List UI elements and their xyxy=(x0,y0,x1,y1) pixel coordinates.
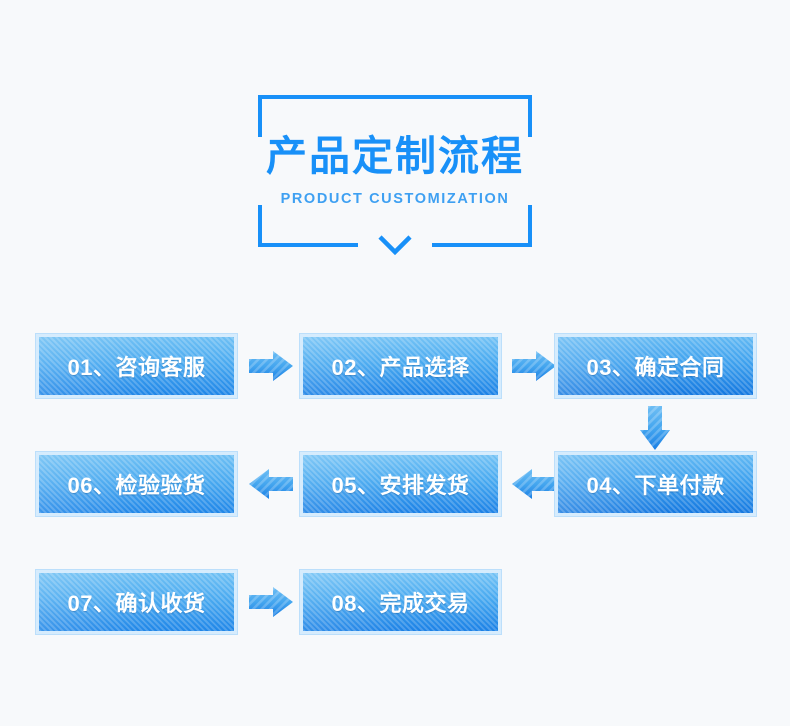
flow-step-05-surface: 05、安排发货 xyxy=(303,455,498,513)
flow-step-07-label: 07、确认收货 xyxy=(67,591,206,616)
flow-step-04-surface: 04、下单付款 xyxy=(558,455,753,513)
flow-step-02[interactable]: 02、产品选择 xyxy=(300,334,501,398)
flow-step-08-label: 08、完成交易 xyxy=(331,591,470,616)
page-subtitle: PRODUCT CUSTOMIZATION xyxy=(280,191,510,207)
frame-corner-bottom-left xyxy=(258,205,358,247)
frame-corner-bottom-right xyxy=(432,205,532,247)
flow-step-01[interactable]: 01、咨询客服 xyxy=(36,334,237,398)
arrow-right-icon-01-02 xyxy=(249,351,293,381)
flow-step-02-surface: 02、产品选择 xyxy=(303,337,498,395)
arrow-right-icon-02-03 xyxy=(512,351,556,381)
flow-step-04-label: 04、下单付款 xyxy=(586,473,725,498)
flow-step-01-surface: 01、咨询客服 xyxy=(39,337,234,395)
arrow-left-icon-05-06 xyxy=(249,469,293,499)
chevron-down-icon xyxy=(378,235,412,256)
flow-step-07[interactable]: 07、确认收货 xyxy=(36,570,237,634)
flow-step-03[interactable]: 03、确定合同 xyxy=(555,334,756,398)
flow-step-04[interactable]: 04、下单付款 xyxy=(555,452,756,516)
page-title: 产品定制流程 xyxy=(266,133,524,179)
header-banner: 产品定制流程 PRODUCT CUSTOMIZATION xyxy=(258,95,532,256)
flow-step-06-label: 06、检验验货 xyxy=(67,473,206,498)
arrow-left-icon-04-05 xyxy=(512,469,556,499)
frame-corner-top-right xyxy=(472,95,532,137)
flow-step-07-surface: 07、确认收货 xyxy=(39,573,234,631)
flow-step-06[interactable]: 06、检验验货 xyxy=(36,452,237,516)
flow-step-05-label: 05、安排发货 xyxy=(331,473,470,498)
arrow-down-icon-03-04 xyxy=(640,406,670,450)
frame-corner-top-left xyxy=(258,95,318,137)
arrow-right-icon-07-08 xyxy=(249,587,293,617)
flow-step-03-label: 03、确定合同 xyxy=(586,355,725,380)
flow-step-02-label: 02、产品选择 xyxy=(331,355,470,380)
flow-step-05[interactable]: 05、安排发货 xyxy=(300,452,501,516)
flow-step-08[interactable]: 08、完成交易 xyxy=(300,570,501,634)
flow-step-06-surface: 06、检验验货 xyxy=(39,455,234,513)
flow-step-08-surface: 08、完成交易 xyxy=(303,573,498,631)
flow-step-01-label: 01、咨询客服 xyxy=(67,355,206,380)
flow-step-03-surface: 03、确定合同 xyxy=(558,337,753,395)
frame-top-edge xyxy=(310,95,484,99)
